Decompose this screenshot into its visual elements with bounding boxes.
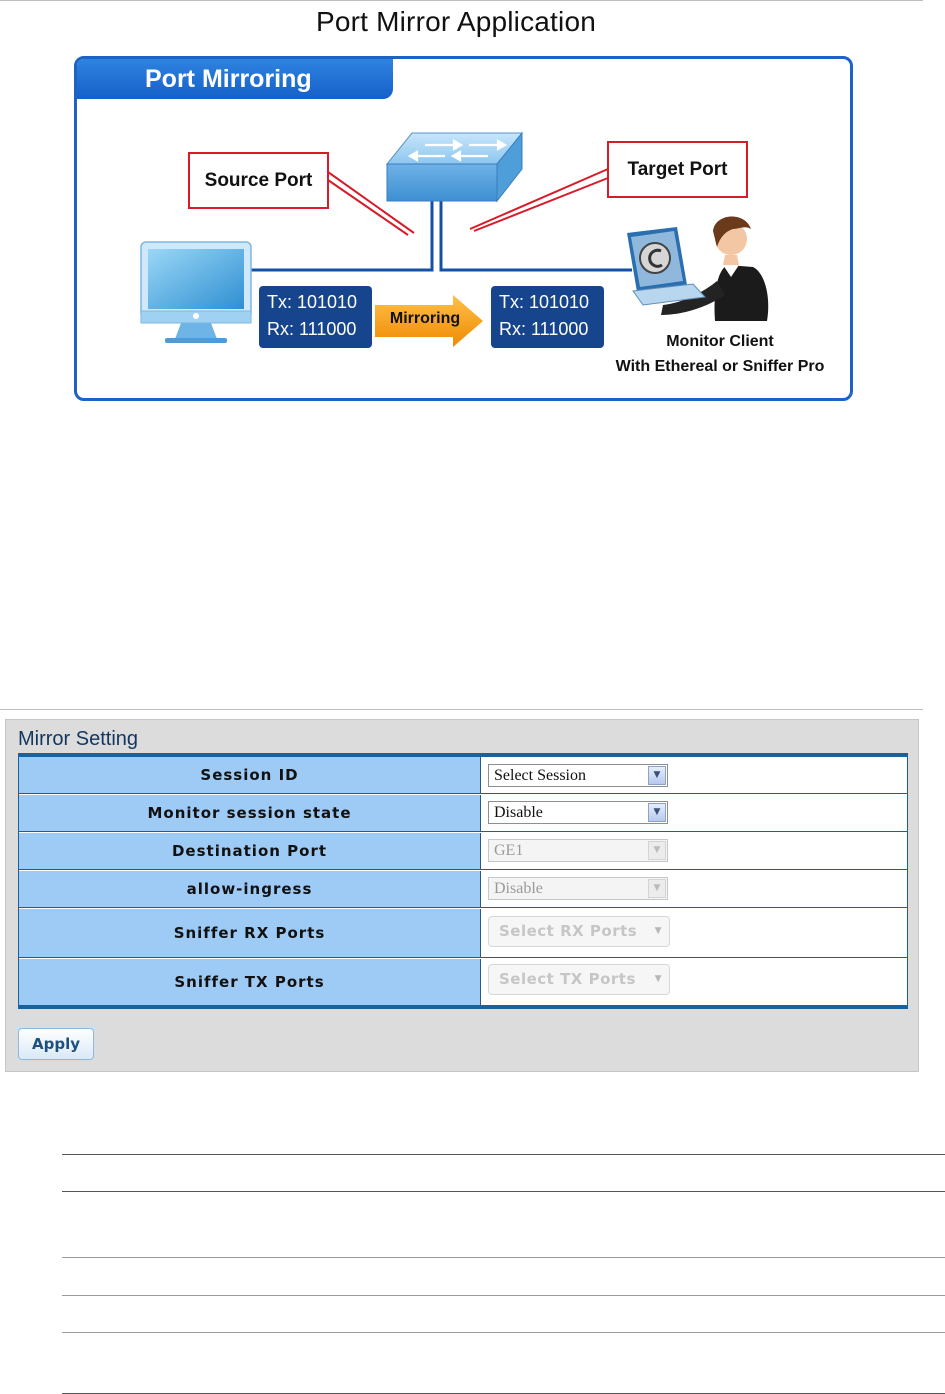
- table-row: Session ID Select Session ▼: [19, 757, 907, 794]
- source-port-callout: Source Port: [188, 152, 329, 209]
- target-rx: Rx: 111000: [499, 319, 589, 339]
- source-port-label: Source Port: [204, 170, 313, 191]
- sniffer-tx-ports-label: Sniffer TX Ports: [19, 959, 481, 1005]
- monitor-caption-line2: With Ethereal or Sniffer Pro: [615, 358, 825, 375]
- callout-pointers: [327, 168, 609, 236]
- mirror-setting-table: Session ID Select Session ▼ Monitor sess…: [18, 753, 908, 1009]
- doc-table-rule: [62, 1332, 945, 1333]
- source-rx: Rx: 111000: [267, 319, 357, 339]
- mirroring-arrow: [375, 295, 483, 347]
- session-id-select[interactable]: Select Session ▼: [488, 764, 668, 787]
- session-id-cell: Select Session ▼: [482, 757, 907, 793]
- top-divider: [0, 0, 923, 1]
- diagram-drawing: [140, 131, 769, 347]
- sniffer-tx-ports-cell: Select TX Ports ▼: [482, 959, 907, 1005]
- doc-table-rule: [62, 1295, 945, 1296]
- diagram-tab-title: Port Mirroring: [77, 59, 393, 99]
- chevron-down-icon: ▼: [654, 926, 662, 936]
- monitor-session-state-cell: Disable ▼: [482, 795, 907, 831]
- monitor-session-state-value: Disable: [494, 804, 543, 821]
- sniffer-rx-ports-select[interactable]: Select RX Ports ▼: [488, 916, 670, 947]
- panel-top-divider: [0, 709, 923, 710]
- sniffer-tx-ports-value: Select TX Ports: [499, 970, 636, 988]
- chevron-down-icon: ▼: [648, 879, 666, 898]
- switch-icon: [385, 131, 524, 203]
- network-links: [249, 197, 632, 272]
- sniffer-rx-ports-cell: Select RX Ports ▼: [482, 909, 907, 957]
- apply-button[interactable]: Apply: [18, 1028, 94, 1060]
- chevron-down-icon: ▼: [654, 974, 662, 984]
- source-data-box: Tx: 101010 Rx: 111000: [259, 286, 372, 348]
- doc-table-rule: [62, 1154, 945, 1155]
- destination-port-label: Destination Port: [19, 833, 481, 869]
- mirror-setting-panel: Mirror Setting Session ID Select Session…: [5, 719, 919, 1072]
- chevron-down-icon: ▼: [648, 803, 666, 822]
- chevron-down-icon: ▼: [648, 766, 666, 785]
- sniffer-rx-ports-label: Sniffer RX Ports: [19, 909, 481, 957]
- panel-title: Mirror Setting: [18, 728, 139, 750]
- table-row: Sniffer RX Ports Select RX Ports ▼: [19, 909, 907, 958]
- target-tx: Tx: 101010: [499, 292, 590, 312]
- sniffer-tx-ports-select[interactable]: Select TX Ports ▼: [488, 964, 670, 995]
- mirroring-label: Mirroring: [389, 310, 461, 327]
- laptop-user-icon: [627, 216, 769, 321]
- allow-ingress-label: allow-ingress: [19, 871, 481, 907]
- monitor-session-state-label: Monitor session state: [19, 795, 481, 831]
- allow-ingress-cell: Disable ▼: [482, 871, 907, 907]
- destination-port-value: GE1: [494, 842, 524, 859]
- figure-title: Port Mirror Application: [315, 6, 597, 37]
- table-row: Monitor session state Disable ▼: [19, 795, 907, 832]
- port-mirroring-diagram: Port Mirroring Source Port Target Port T…: [74, 56, 853, 401]
- allow-ingress-select[interactable]: Disable ▼: [488, 877, 668, 900]
- doc-table-rule: [62, 1257, 945, 1258]
- table-row: Sniffer TX Ports Select TX Ports ▼: [19, 959, 907, 1005]
- sniffer-rx-ports-value: Select RX Ports: [499, 922, 638, 940]
- doc-table-rule: [62, 1191, 945, 1192]
- destination-port-select[interactable]: GE1 ▼: [488, 839, 668, 862]
- table-row: allow-ingress Disable ▼: [19, 871, 907, 908]
- monitor-session-state-select[interactable]: Disable ▼: [488, 801, 668, 824]
- target-port-label: Target Port: [627, 159, 728, 180]
- session-id-value: Select Session: [494, 767, 586, 784]
- table-row: Destination Port GE1 ▼: [19, 833, 907, 870]
- session-id-label: Session ID: [19, 757, 481, 793]
- destination-port-cell: GE1 ▼: [482, 833, 907, 869]
- target-data-box: Tx: 101010 Rx: 111000: [491, 286, 604, 348]
- monitor-caption-line1: Monitor Client: [666, 333, 774, 350]
- allow-ingress-value: Disable: [494, 880, 543, 897]
- source-tx: Tx: 101010: [267, 292, 358, 312]
- target-port-callout: Target Port: [607, 141, 748, 198]
- desktop-monitor-icon: [140, 241, 252, 343]
- chevron-down-icon: ▼: [648, 841, 666, 860]
